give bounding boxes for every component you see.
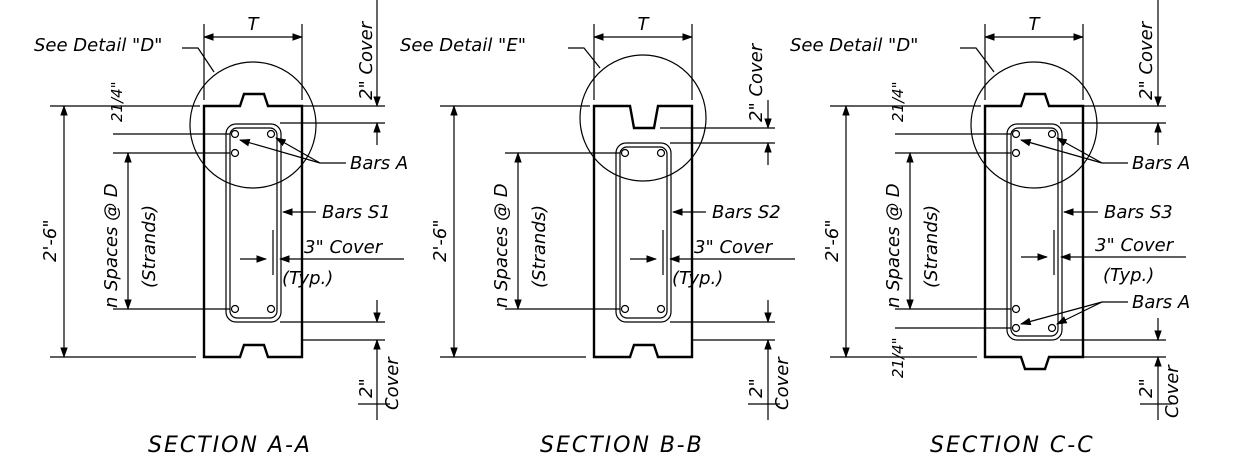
bar-a-2 [266,129,276,139]
beam-outline-b [592,104,694,359]
section-b-b: T See Detail "E" 2'-6" n Spaces @ D (Str… [400,14,795,458]
height-label-c: 2'-6" [822,219,843,262]
side-cover-a: 3" Cover [304,237,384,258]
bar-c-1 [1011,129,1021,139]
top-cover-c: 2" Cover [1136,20,1157,100]
section-title-a: SECTION A-A [148,433,312,458]
thickness-label-c: T [1029,14,1042,35]
thickness-label-a: T [248,14,261,35]
bar-a-4 [230,304,240,314]
section-title-b: SECTION B-B [540,433,704,458]
stirrup-inner-c [1010,127,1059,337]
bottom-cover-value-b: 2" [746,378,767,398]
stirrup-label-c: Bars S3 [1104,202,1173,223]
bar-a-5 [266,304,276,314]
detail-label-a: See Detail "D" [34,35,162,56]
side-cover-note-a: (Typ.) [282,268,333,289]
stirrup-label-b: Bars S2 [712,202,781,223]
top-cover-a: 2" Cover [356,20,377,100]
bar-b-1 [620,148,630,158]
bottom-cover-word-a: Cover [382,356,403,410]
spacing-label-a: n Spaces @ D [101,183,122,308]
stirrup-label-a: Bars S1 [322,202,391,223]
top-offset-c: 21/4" [889,81,907,122]
bar-c-2 [1047,129,1057,139]
section-c-c: T See Detail "D" 2'-6" n Spaces @ D (Str… [790,0,1190,458]
section-title-c: SECTION C-C [930,433,1095,458]
bottom-cover-word-c: Cover [1162,364,1183,418]
spacing-label-b: n Spaces @ D [491,183,512,308]
bar-c-5 [1011,323,1021,333]
bottom-cover-value-a: 2" [356,378,377,398]
detail-circle-a [189,61,317,189]
bar-b-2 [656,148,666,158]
detail-circle-c [970,61,1098,189]
bar-c-3 [1011,148,1021,158]
side-cover-note-c: (Typ.) [1103,265,1154,286]
side-cover-note-b: (Typ.) [672,268,723,289]
beam-outline-a [202,92,304,359]
bar-c-6 [1047,323,1057,333]
top-cover-b: 2" Cover [746,42,767,122]
strands-label-b: (Strands) [529,205,550,288]
bars-top-c: Bars A [1132,153,1190,174]
detail-label-b: See Detail "E" [400,35,526,56]
bars-top-a: Bars A [350,153,408,174]
section-a-a: T See Detail "D" 2'-6" n Spaces @ D (Str… [34,0,408,458]
side-cover-b: 3" Cover [694,237,774,258]
bottom-cover-value-c: 2" [1136,378,1157,398]
bar-a-1 [230,129,240,139]
thickness-label-b: T [638,14,651,35]
strands-label-c: (Strands) [921,205,942,288]
side-cover-c: 3" Cover [1095,235,1175,256]
stirrup-a [225,123,282,323]
bar-b-4 [656,304,666,314]
stirrup-c [1006,123,1063,341]
stirrup-inner-b [619,146,668,319]
spacing-label-c: n Spaces @ D [883,183,904,308]
detail-circle-b [579,54,707,182]
detail-label-c: See Detail "D" [790,35,918,56]
bar-c-4 [1011,304,1021,314]
height-label-a: 2'-6" [40,219,61,262]
height-label-b: 2'-6" [430,219,451,262]
bars-bottom-c: Bars A [1132,292,1190,313]
stirrup-inner-a [229,127,278,319]
top-offset-a: 21/4" [108,81,126,122]
bottom-cover-word-b: Cover [772,356,793,410]
bar-a-3 [230,148,240,158]
bottom-offset-c: 21/4" [889,337,907,378]
strands-label-a: (Strands) [139,205,160,288]
bar-b-3 [620,304,630,314]
stirrup-b [615,142,672,323]
